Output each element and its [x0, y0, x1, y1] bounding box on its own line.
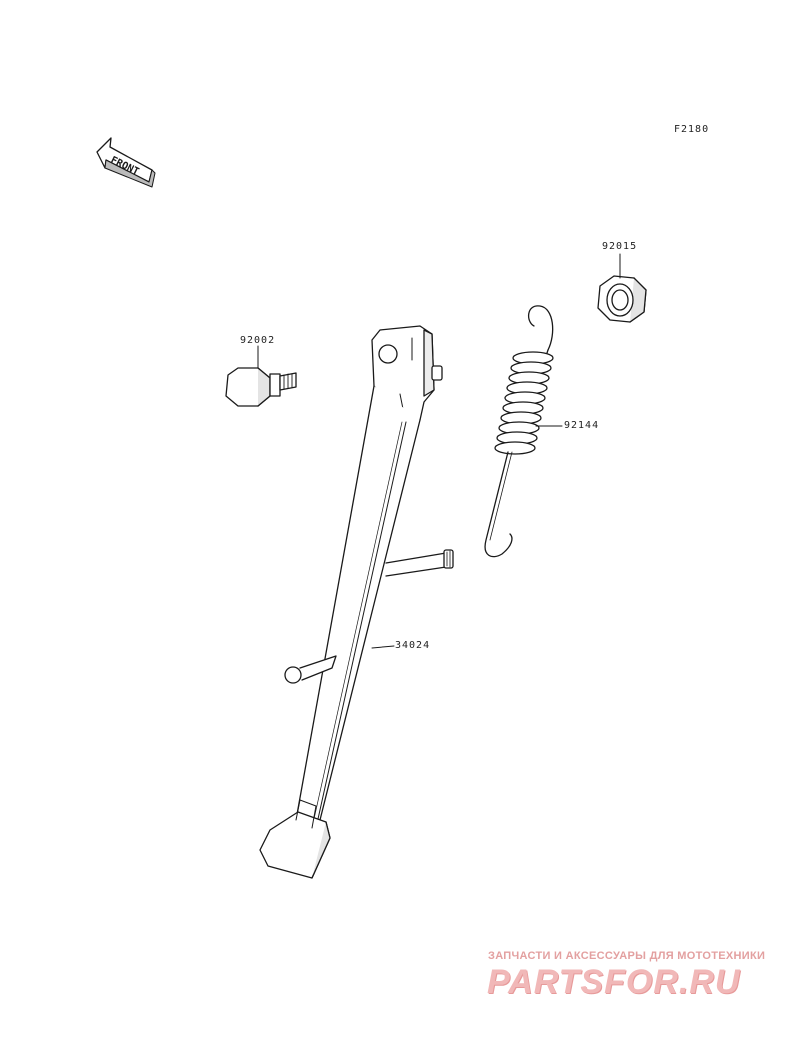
diagram-code-label: F2180	[674, 124, 710, 135]
part-label-bolt: 92002	[240, 335, 276, 346]
spring-part	[484, 305, 563, 558]
part-label-nut: 92015	[602, 241, 638, 252]
side-stand-part	[259, 325, 454, 879]
part-label-stand: 34024	[395, 640, 431, 651]
watermark-tagline: ЗАПЧАСТИ И АКСЕССУАРЫ ДЛЯ МОТОТЕХНИКИ	[488, 950, 766, 962]
watermark-brand: PARTSFOR.RU	[487, 963, 741, 1001]
bolt-part	[225, 345, 297, 407]
nut-part	[597, 253, 647, 323]
part-label-spring: 92144	[564, 420, 600, 431]
front-arrow-icon: FRONT	[96, 137, 156, 188]
